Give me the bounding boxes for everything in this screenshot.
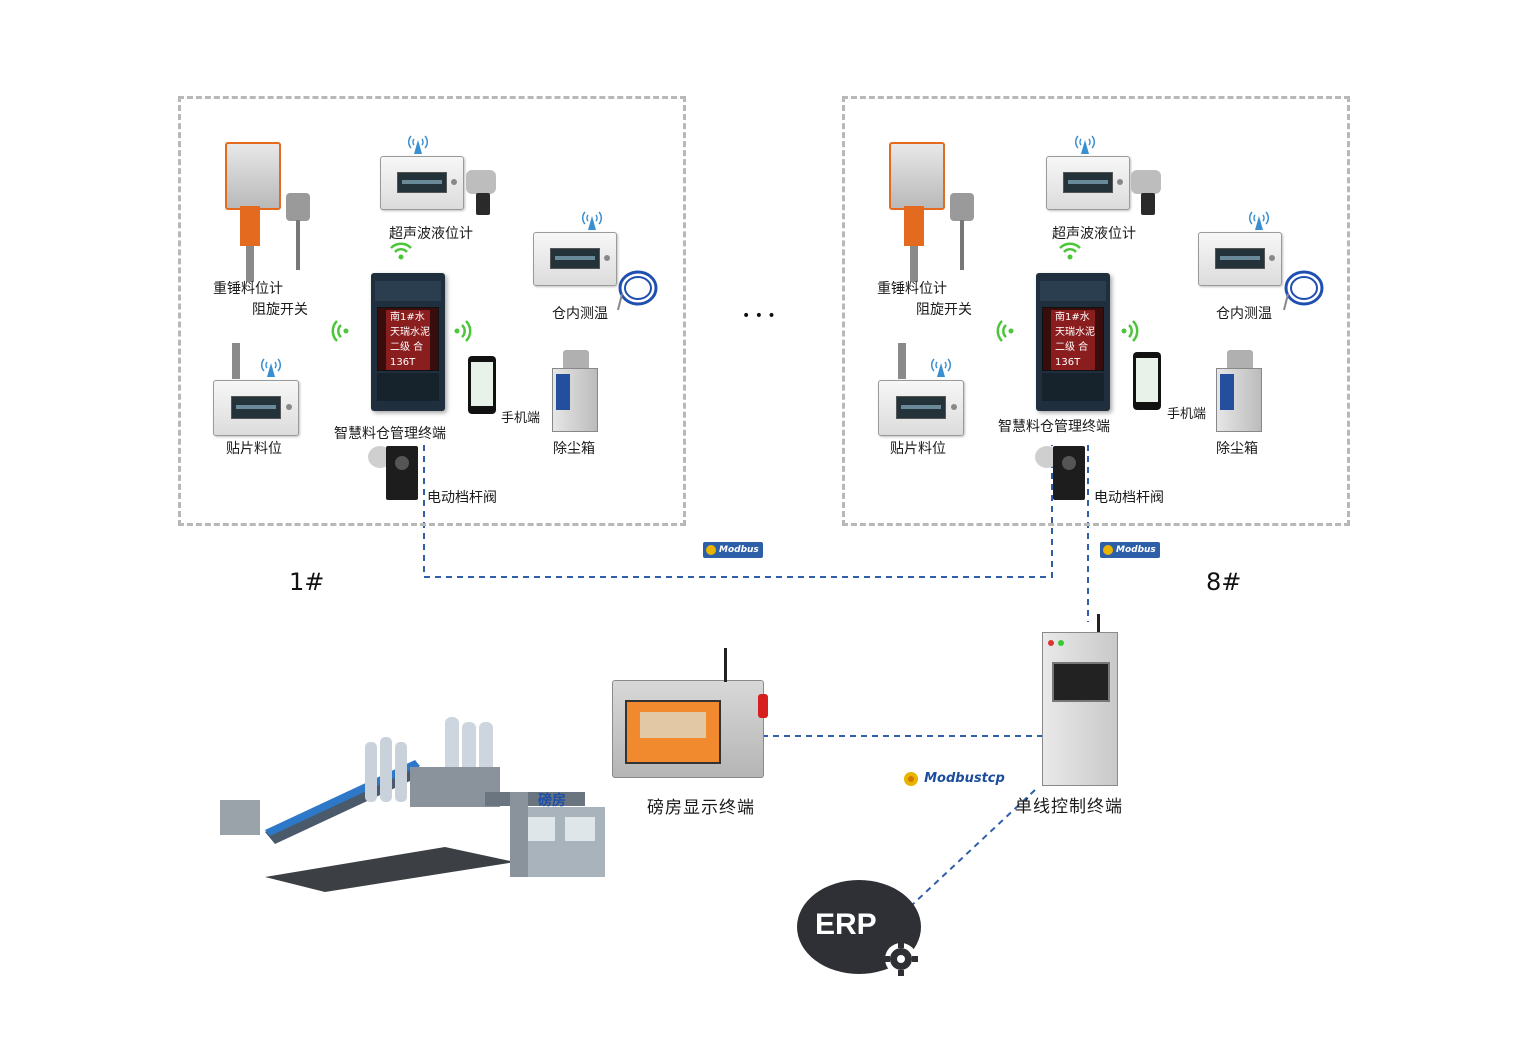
group-number-8: 8# — [1206, 568, 1242, 596]
patch-level-sensor-8 — [898, 343, 906, 379]
label-temperature-8: 仓内测温 — [1216, 306, 1272, 322]
wifi-icon — [1121, 320, 1139, 342]
label-weight-level-8: 重锤料位计 — [877, 281, 947, 297]
temperature-cable-icon — [617, 270, 658, 311]
label-terminal-8: 智慧料仓管理终端 — [998, 419, 1110, 435]
label-single-line-control: 单线控制终端 — [1015, 797, 1123, 817]
label-terminal-1: 智慧料仓管理终端 — [334, 426, 446, 442]
terminal-line-1: 南1#水泥 — [1051, 310, 1095, 338]
label-temperature-1: 仓内测温 — [552, 306, 608, 322]
wifi-icon — [331, 320, 349, 342]
modbus-logo-icon — [904, 771, 918, 786]
antenna-icon — [581, 211, 603, 230]
label-ultrasonic-1: 超声波液位计 — [389, 226, 473, 242]
terminal-line-4: 136T 21% — [1051, 355, 1095, 383]
label-valve-1: 电动档杆阀 — [427, 490, 497, 506]
label-weighbridge-display: 磅房显示终端 — [647, 798, 755, 818]
wifi-icon — [390, 242, 412, 260]
ultrasonic-panel-1 — [380, 156, 464, 210]
temperature-panel-1 — [533, 232, 617, 286]
modbus-link-line — [423, 445, 1053, 578]
phone-1 — [468, 356, 496, 414]
group-box-1 — [178, 96, 686, 526]
label-ultrasonic-8: 超声波液位计 — [1052, 226, 1136, 242]
label-phone-1: 手机端 — [501, 411, 541, 426]
antenna-icon — [1074, 135, 1096, 154]
label-patch-level-1: 贴片料位 — [226, 441, 282, 457]
phone-8 — [1133, 352, 1161, 410]
wifi-icon — [996, 320, 1014, 342]
antenna-icon — [930, 358, 952, 377]
terminal-line-1: 南1#水泥 — [386, 310, 430, 338]
antenna-icon — [407, 135, 429, 154]
modbustcp-text: Modbustcp — [924, 771, 1005, 786]
wifi-icon — [1059, 242, 1081, 260]
ultrasonic-panel-8 — [1046, 156, 1130, 210]
ellipsis: • • • — [742, 308, 776, 324]
label-phone-8: 手机端 — [1167, 407, 1207, 422]
modbus-badge: Modbus — [703, 542, 763, 558]
patch-level-sensor-1 — [232, 343, 240, 379]
modbustcp-badge: Modbustcp — [903, 768, 1005, 787]
label-valve-8: 电动档杆阀 — [1094, 490, 1164, 506]
patch-level-panel-1 — [213, 380, 299, 436]
label-weight-level-1: 重锤料位计 — [213, 281, 283, 297]
patch-level-panel-8 — [878, 380, 964, 436]
terminal-line-3: 二级 合格 — [1051, 340, 1095, 368]
erp-text: ERP — [815, 908, 877, 941]
temperature-panel-8 — [1198, 232, 1282, 286]
group-box-8 — [842, 96, 1350, 526]
label-dust-box-1: 除尘箱 — [553, 441, 595, 457]
temperature-cable-icon — [1283, 270, 1324, 311]
terminal-line-2: 天瑞水泥 — [1051, 325, 1095, 340]
terminal-line-3: 二级 合格 — [386, 340, 430, 368]
smart-silo-terminal-1: 南1#水泥 天瑞水泥 二级 合格 136T 21% — [371, 273, 445, 411]
antenna-icon — [1248, 211, 1270, 230]
wifi-icon — [454, 320, 472, 342]
group-number-1: 1# — [289, 568, 325, 596]
label-rotary-switch-8: 阻旋开关 — [916, 302, 972, 318]
label-dust-box-8: 除尘箱 — [1216, 441, 1258, 457]
plant-sign: 磅房 — [538, 793, 566, 809]
modbus-badge: Modbus — [1100, 542, 1160, 558]
terminal-line-4: 136T 21% — [386, 355, 430, 383]
label-rotary-switch-1: 阻旋开关 — [252, 302, 308, 318]
antenna-icon — [260, 358, 282, 377]
smart-silo-terminal-8: 南1#水泥 天瑞水泥 二级 合格 136T 21% — [1036, 273, 1110, 411]
label-patch-level-8: 贴片料位 — [890, 441, 946, 457]
terminal-line-2: 天瑞水泥 — [386, 325, 430, 340]
gear-icon — [884, 942, 918, 976]
